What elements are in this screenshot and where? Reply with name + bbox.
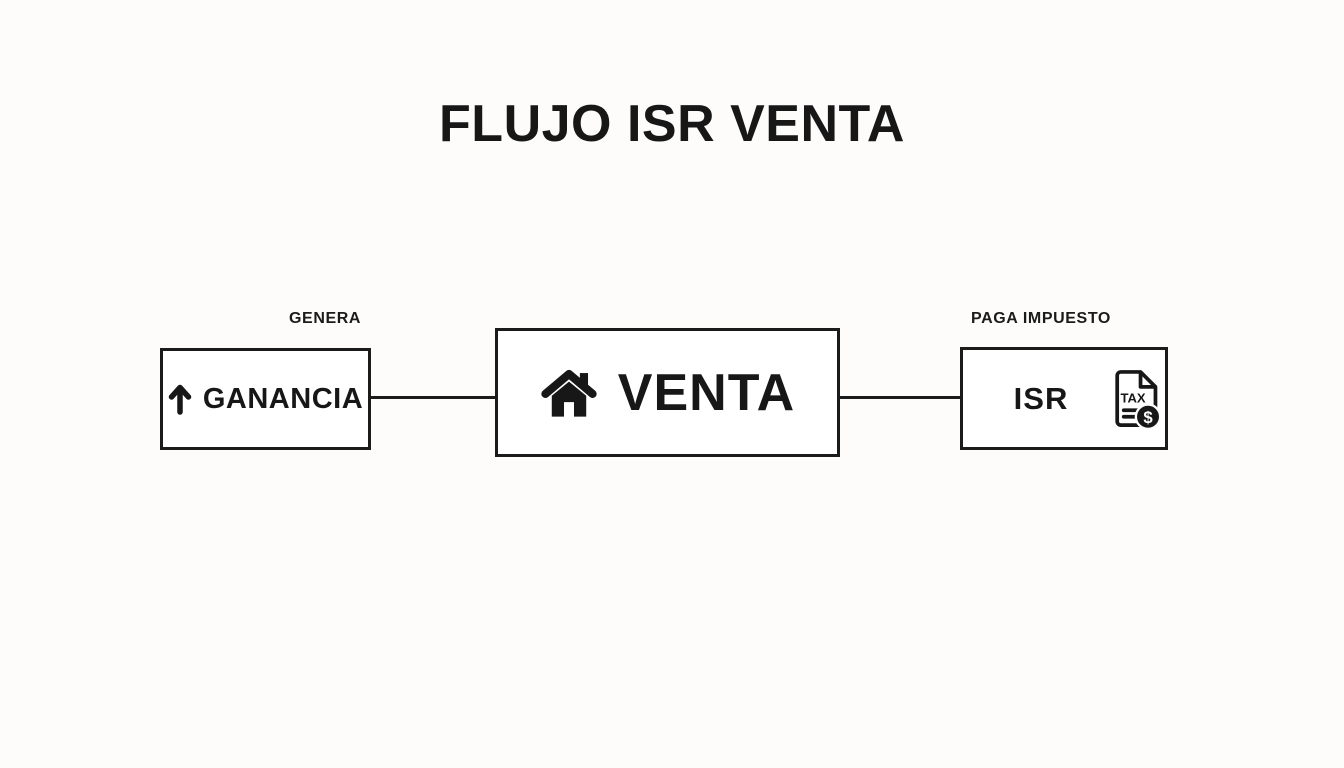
arrow-up-icon <box>168 383 192 415</box>
annotation-genera: GENERA <box>289 310 362 327</box>
node-isr: ISR TAX $ <box>960 347 1168 450</box>
node-isr-label: ISR <box>1013 380 1069 416</box>
node-venta: VENTA <box>495 328 840 457</box>
node-venta-label: VENTA <box>617 363 796 422</box>
house-icon <box>540 366 598 420</box>
tax-icon-text: TAX <box>1121 390 1146 405</box>
connector-venta-isr <box>839 396 961 399</box>
node-ganancia-label: GANANCIA <box>202 382 364 415</box>
diagram-title: FLUJO ISR VENTA <box>439 95 905 153</box>
annotation-paga-impuesto: PAGA IMPUESTO <box>971 310 1111 327</box>
node-ganancia: GANANCIA <box>160 348 371 450</box>
connector-ganancia-venta <box>370 396 496 399</box>
tax-document-icon: TAX $ <box>1106 367 1162 431</box>
dollar-sign-glyph: $ <box>1143 407 1153 426</box>
